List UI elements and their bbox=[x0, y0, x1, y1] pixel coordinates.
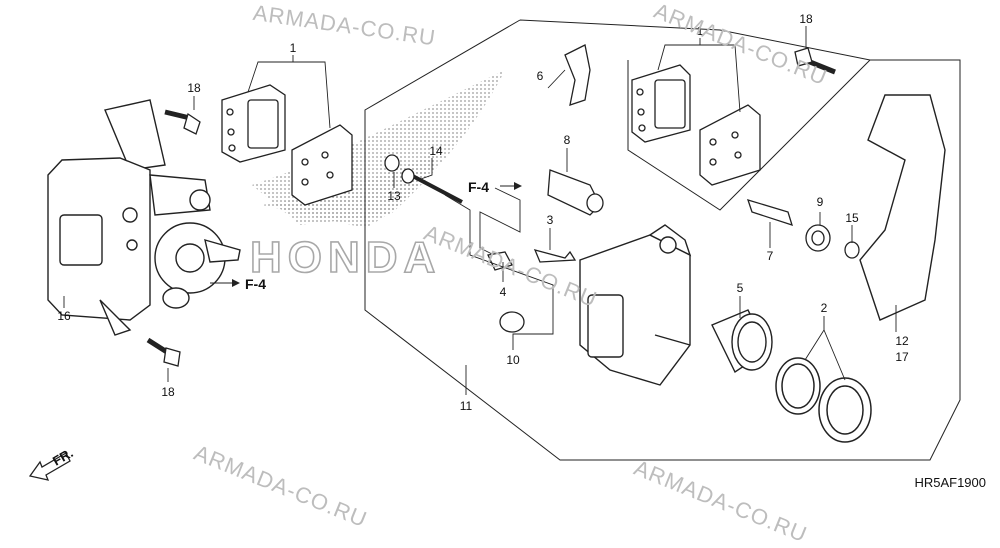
callout-13: 13 bbox=[387, 189, 401, 203]
group-boundary-11 bbox=[364, 19, 961, 461]
callout-1-left: 1 bbox=[290, 41, 297, 55]
callouts: 1 1 18 18 18 2 3 4 5 6 7 8 9 10 11 12 17… bbox=[57, 12, 909, 413]
leader-lines bbox=[63, 26, 897, 395]
washer-15 bbox=[844, 241, 860, 259]
pin-7 bbox=[746, 199, 793, 227]
callout-11: 11 bbox=[460, 399, 473, 413]
bleeder-screw-3 bbox=[533, 249, 577, 263]
pad-spring-6 bbox=[564, 44, 591, 106]
callout-18-right: 18 bbox=[799, 12, 813, 26]
callout-8: 8 bbox=[564, 133, 571, 147]
callout-18-bottom-left: 18 bbox=[161, 385, 175, 399]
diagram-canvas: HONDA bbox=[28, 12, 961, 481]
bolt-18-right bbox=[794, 47, 836, 75]
callout-5: 5 bbox=[737, 281, 744, 295]
parts-diagram: HONDA bbox=[28, 0, 986, 547]
diagram-code: HR5AF1900 bbox=[914, 475, 986, 490]
callout-1-right: 1 bbox=[697, 24, 704, 38]
callout-6: 6 bbox=[537, 69, 544, 83]
boot-13 bbox=[384, 154, 400, 172]
callout-4: 4 bbox=[500, 285, 507, 299]
rear-caliper-assembly bbox=[47, 99, 241, 336]
brake-pads-left bbox=[221, 84, 353, 206]
ref-label-center: F-4 bbox=[468, 179, 489, 195]
caliper-bracket-12 bbox=[859, 94, 946, 321]
ref-label-left: F-4 bbox=[245, 276, 266, 292]
boot-10 bbox=[499, 311, 525, 333]
callout-17: 17 bbox=[895, 350, 909, 364]
callout-7: 7 bbox=[767, 249, 774, 263]
pin-14 bbox=[401, 168, 463, 204]
callout-10: 10 bbox=[506, 353, 520, 367]
callout-18-top-left: 18 bbox=[187, 81, 201, 95]
callout-12: 12 bbox=[895, 334, 909, 348]
pad-set-boundary bbox=[627, 59, 871, 211]
callout-14: 14 bbox=[429, 144, 443, 158]
bleeder-cap-4 bbox=[487, 251, 513, 271]
piston-5 bbox=[711, 309, 773, 374]
ref-arrow-center: F-4 bbox=[468, 179, 522, 195]
ref-arrow-left: F-4 bbox=[210, 276, 266, 292]
pin-boot-8 bbox=[547, 169, 604, 216]
bolt-18-top-left bbox=[164, 109, 201, 135]
caliper-body-11 bbox=[579, 224, 692, 386]
callout-15: 15 bbox=[845, 211, 859, 225]
callout-3: 3 bbox=[547, 213, 554, 227]
callout-16: 16 bbox=[57, 309, 71, 323]
front-direction-arrow: FR. bbox=[28, 445, 76, 481]
bolt-18-bottom-left bbox=[146, 337, 181, 367]
callout-2: 2 bbox=[821, 301, 828, 315]
honda-wordmark: HONDA bbox=[250, 233, 441, 282]
callout-9: 9 bbox=[817, 195, 824, 209]
brake-pads-right bbox=[631, 64, 761, 186]
boot-9 bbox=[805, 224, 831, 252]
piston-seals-2 bbox=[775, 357, 872, 443]
